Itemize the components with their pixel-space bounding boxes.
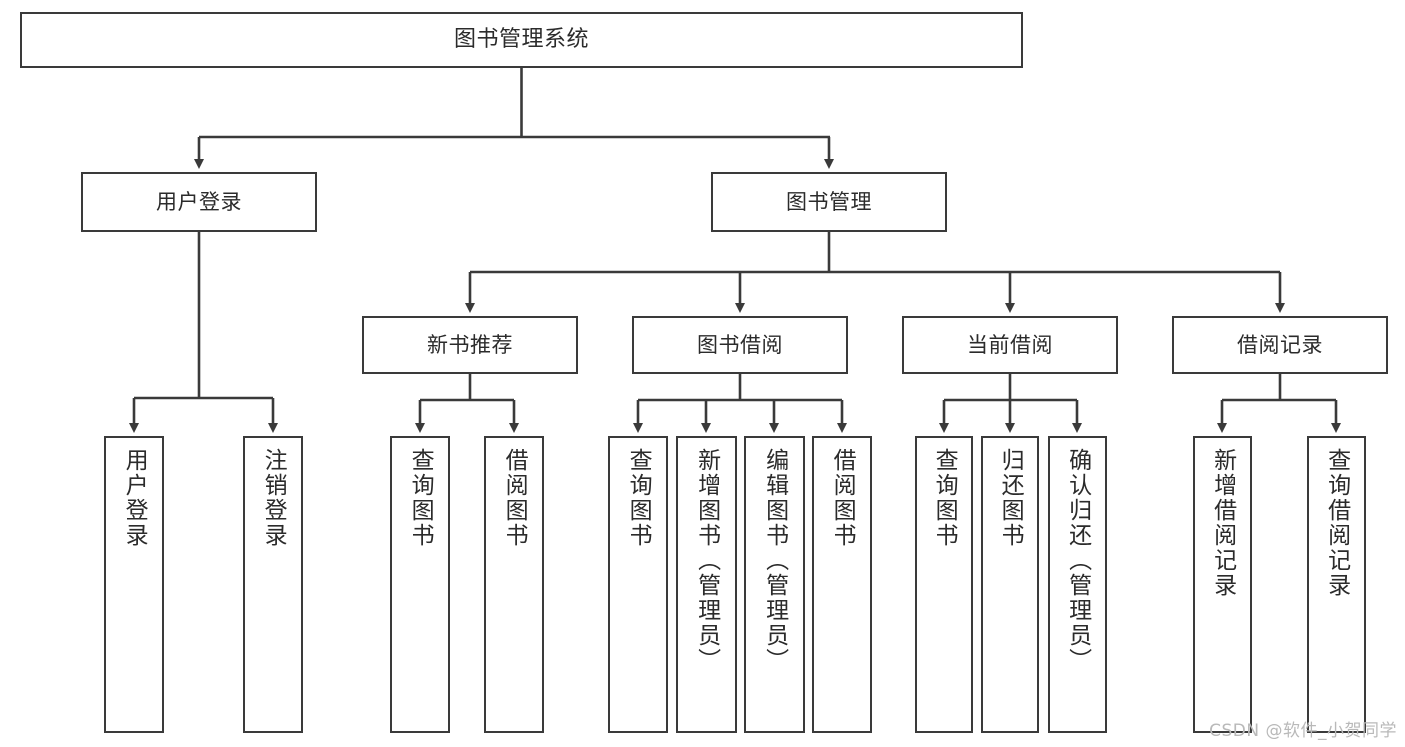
node-leaf-borrow-book-2[interactable]: 借阅图书 — [812, 436, 872, 733]
node-leaf-query-book-2[interactable]: 查询图书 — [608, 436, 668, 733]
node-leaf-edit-book-label: 编辑图书（管理员） — [761, 448, 788, 673]
node-leaf-add-record[interactable]: 新增借阅记录 — [1193, 436, 1252, 733]
node-leaf-query-book-2-label: 查询图书 — [625, 448, 652, 548]
node-leaf-user-login[interactable]: 用户登录 — [104, 436, 164, 733]
node-leaf-borrow-book-1-label: 借阅图书 — [501, 448, 528, 548]
node-current-borrow-label: 当前借阅 — [967, 332, 1053, 357]
watermark: CSDN @软件_小贺同学 — [1209, 721, 1397, 741]
node-leaf-query-record-label: 查询借阅记录 — [1323, 448, 1350, 598]
node-leaf-borrow-book-2-label: 借阅图书 — [829, 448, 856, 548]
node-user-login-label: 用户登录 — [156, 189, 242, 214]
node-leaf-logout[interactable]: 注销登录 — [243, 436, 303, 733]
node-book-borrow-label: 图书借阅 — [697, 332, 783, 357]
node-book-borrow[interactable]: 图书借阅 — [632, 316, 848, 374]
node-user-login[interactable]: 用户登录 — [81, 172, 317, 232]
node-leaf-edit-book[interactable]: 编辑图书（管理员） — [744, 436, 805, 733]
node-new-book-rec-label: 新书推荐 — [427, 332, 513, 357]
node-leaf-confirm-return[interactable]: 确认归还（管理员） — [1048, 436, 1107, 733]
node-leaf-return-book[interactable]: 归还图书 — [981, 436, 1039, 733]
node-leaf-confirm-return-label: 确认归还（管理员） — [1064, 448, 1091, 673]
node-leaf-add-book[interactable]: 新增图书（管理员） — [676, 436, 737, 733]
node-leaf-add-record-label: 新增借阅记录 — [1209, 448, 1236, 598]
node-leaf-borrow-book-1[interactable]: 借阅图书 — [484, 436, 544, 733]
node-book-manage[interactable]: 图书管理 — [711, 172, 947, 232]
node-borrow-record[interactable]: 借阅记录 — [1172, 316, 1388, 374]
node-leaf-query-book-3[interactable]: 查询图书 — [915, 436, 973, 733]
node-leaf-query-book-1-label: 查询图书 — [407, 448, 434, 548]
node-new-book-rec[interactable]: 新书推荐 — [362, 316, 578, 374]
node-book-manage-label: 图书管理 — [786, 189, 872, 214]
node-leaf-logout-label: 注销登录 — [260, 448, 287, 548]
node-leaf-query-book-1[interactable]: 查询图书 — [390, 436, 450, 733]
node-leaf-add-book-label: 新增图书（管理员） — [693, 448, 720, 673]
node-leaf-return-book-label: 归还图书 — [997, 448, 1024, 548]
node-leaf-query-book-3-label: 查询图书 — [931, 448, 958, 548]
node-current-borrow[interactable]: 当前借阅 — [902, 316, 1118, 374]
node-leaf-user-login-label: 用户登录 — [121, 448, 148, 548]
node-leaf-query-record[interactable]: 查询借阅记录 — [1307, 436, 1366, 733]
node-borrow-record-label: 借阅记录 — [1237, 332, 1323, 357]
node-root[interactable]: 图书管理系统 — [20, 12, 1023, 68]
node-root-label: 图书管理系统 — [453, 27, 589, 53]
